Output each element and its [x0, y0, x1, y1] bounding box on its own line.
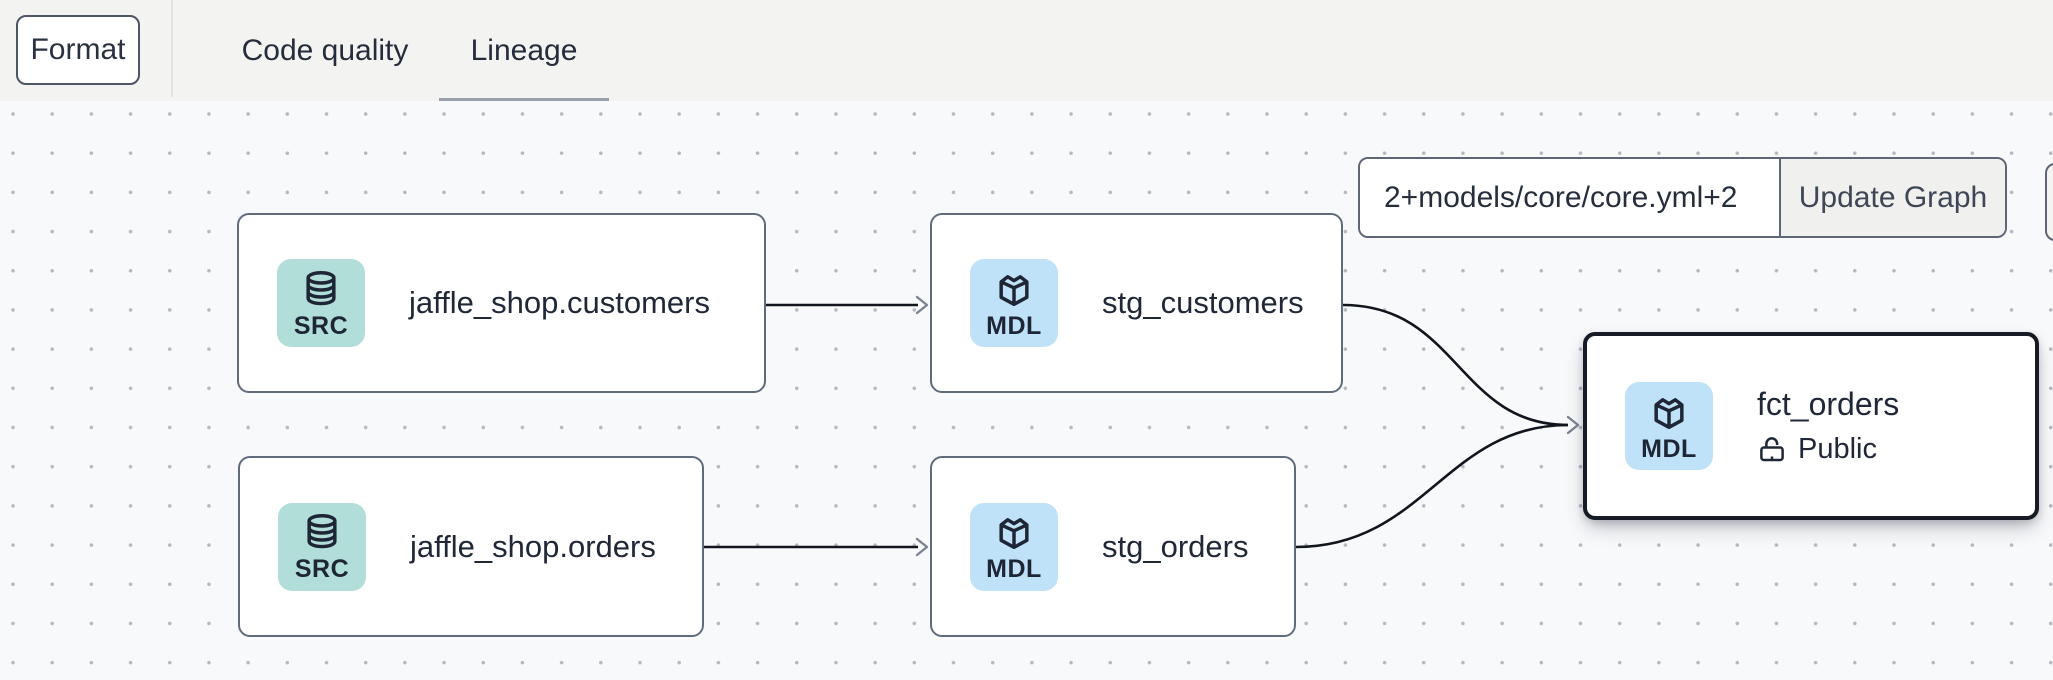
edge-stgcustomers-to-fct — [1342, 303, 1569, 427]
node-stg-customers[interactable]: MDL stg_customers — [930, 213, 1343, 393]
source-type-icon: SRC — [277, 259, 365, 347]
node-type-badge: MDL — [1641, 434, 1697, 463]
source-type-icon: SRC — [278, 502, 366, 591]
node-type-badge: MDL — [986, 311, 1042, 340]
edge-stgorders-to-fct — [1295, 423, 1569, 549]
cube-icon — [999, 274, 1029, 306]
tab-lineage[interactable]: Lineage — [439, 0, 609, 104]
lineage-selector-input[interactable] — [1360, 159, 1779, 236]
lineage-edges — [704, 295, 1580, 557]
node-label: jaffle_shop.customers — [409, 285, 710, 320]
tab-code-quality-label: Code quality — [241, 33, 409, 67]
database-icon — [306, 270, 336, 305]
clipped-toolbar-button[interactable] — [2045, 163, 2053, 241]
node-stg-orders[interactable]: MDL stg_orders — [930, 456, 1296, 637]
update-graph-button[interactable]: Update Graph — [1779, 159, 2005, 236]
node-jaffle-shop-orders[interactable]: SRC jaffle_shop.orders — [238, 456, 704, 637]
arrowhead — [915, 295, 929, 315]
node-label: jaffle_shop.orders — [410, 528, 656, 564]
model-type-icon: MDL — [1625, 382, 1713, 470]
toolbar-divider — [171, 0, 173, 97]
format-button[interactable]: Format — [16, 15, 140, 85]
editor-toolbar: Format Code quality Lineage — [0, 0, 2053, 104]
access-badge-label: Public — [1798, 433, 1877, 465]
arrowhead — [915, 537, 929, 557]
arrowhead — [1566, 415, 1580, 435]
node-type-badge: SRC — [293, 311, 349, 340]
node-label: stg_customers — [1102, 285, 1304, 320]
unlock-icon — [1760, 436, 1784, 461]
node-fct-orders[interactable]: MDL fct_orders Public — [1583, 332, 2039, 520]
node-type-badge: MDL — [986, 555, 1042, 583]
node-jaffle-shop-customers[interactable]: SRC jaffle_shop.customers — [237, 213, 766, 393]
node-label: stg_orders — [1102, 528, 1249, 564]
database-icon — [307, 514, 337, 549]
tab-lineage-label: Lineage — [470, 33, 578, 67]
node-label: fct_orders — [1757, 386, 1900, 422]
cube-icon — [999, 518, 1029, 550]
model-type-icon: MDL — [970, 259, 1058, 347]
node-type-badge: SRC — [294, 555, 350, 583]
lineage-canvas[interactable]: SRC jaffle_shop.customers MDL stg_custom… — [0, 101, 2053, 680]
lineage-selector: Update Graph — [1358, 157, 2007, 238]
access-badge: Public — [1757, 433, 1899, 466]
tab-code-quality[interactable]: Code quality — [215, 0, 435, 101]
cube-icon — [1654, 397, 1684, 429]
model-type-icon: MDL — [970, 502, 1058, 591]
